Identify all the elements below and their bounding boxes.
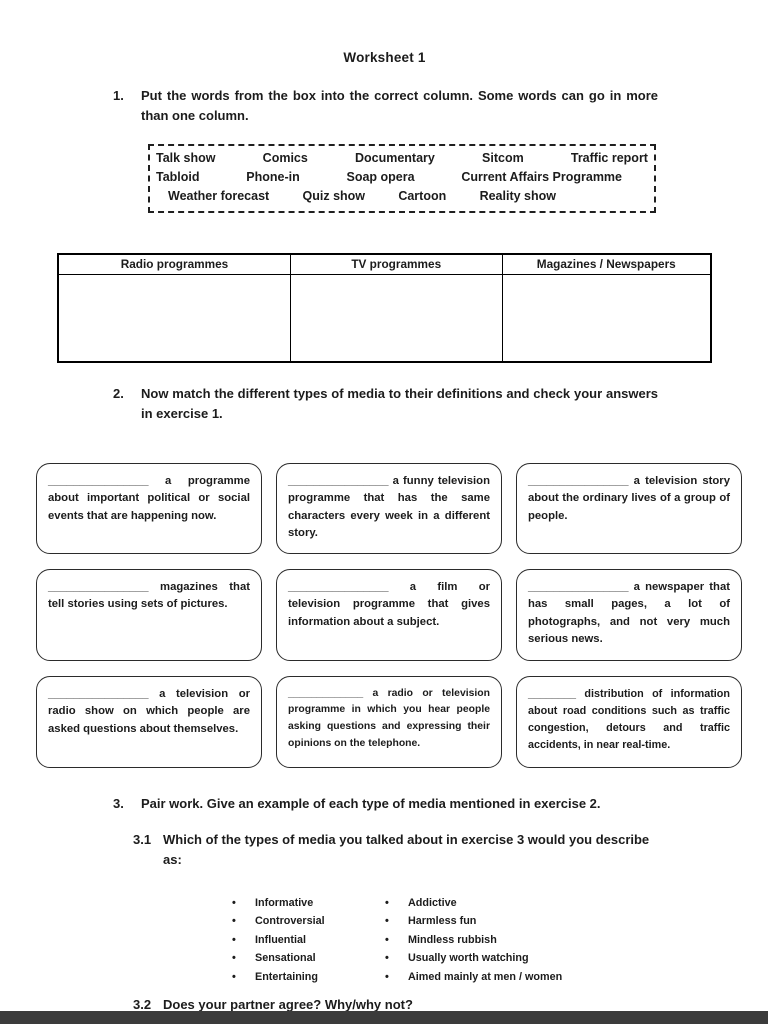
worksheet-page: Worksheet 1 1. Put the words from the bo… <box>0 0 768 425</box>
bullet-icon: • <box>385 896 389 909</box>
list-item-label: Usually worth watching <box>408 952 529 965</box>
table-cell-magazines <box>501 274 712 363</box>
definition-box-7: ________________ a television or radio s… <box>36 675 262 768</box>
word-item: Quiz show <box>302 189 366 204</box>
list-item: • Influential <box>232 931 385 950</box>
bullet-icon: • <box>232 933 236 946</box>
exercise3-number: 3. <box>113 795 124 811</box>
exercise3-1-number: 3.1 <box>133 831 152 847</box>
bullet-icon: • <box>232 896 236 909</box>
page-title: Worksheet 1 <box>343 50 426 65</box>
list-item: • Controversial <box>232 912 385 931</box>
exercise3-2-text: Does your partner agree? Why/why not? <box>163 997 413 1013</box>
table-cell-radio <box>57 274 291 363</box>
exercise3-instruction: 3. Pair work. Give an example of each ty… <box>113 794 712 814</box>
definition-box-8: _____________ a radio or television prog… <box>276 675 502 768</box>
word-item: Reality show <box>479 189 556 204</box>
definition-box-1: ________________ a programme about impor… <box>36 462 262 554</box>
list-item-label: Aimed mainly at men / women <box>408 970 563 983</box>
table-row <box>57 274 712 363</box>
definition-box-3: ________________ a television story abou… <box>516 462 742 554</box>
definition-box-6: ________________ a newspaper that has sm… <box>516 568 742 661</box>
list-item-label: Addictive <box>408 896 457 909</box>
word-item: Tabloid <box>156 170 200 185</box>
definition-box-2: ________________ a funny television prog… <box>276 462 502 554</box>
exercise3-section: 3. Pair work. Give an example of each ty… <box>0 794 768 1016</box>
exercise3-text: Pair work. Give an example of each type … <box>141 795 601 811</box>
bullet-icon: • <box>385 933 389 946</box>
exercise3-1-instruction: 3.1 Which of the types of media you talk… <box>133 830 712 870</box>
column-header-tv: TV programmes <box>289 253 503 276</box>
column-header-radio: Radio programmes <box>57 253 291 276</box>
definition-box-5: ________________ a film or television pr… <box>276 568 502 661</box>
word-item: Traffic report <box>570 151 648 166</box>
sorting-table: Radio programmes TV programmes Magazines… <box>57 253 712 364</box>
list-item-label: Influential <box>255 933 306 946</box>
bullet-icon: • <box>232 915 236 928</box>
word-item: Weather forecast <box>168 189 270 204</box>
exercise3-2-instruction: 3.2 Does your partner agree? Why/why not… <box>133 995 712 1015</box>
list-item-label: Informative <box>255 896 314 909</box>
bullet-icon: • <box>385 970 389 983</box>
word-item: Comics <box>262 151 308 166</box>
exercise1-text: Put the words from the box into the corr… <box>141 88 658 124</box>
exercise2-text: Now match the different types of media t… <box>141 386 658 422</box>
word-item: Soap opera <box>346 170 415 185</box>
list-item-label: Harmless fun <box>408 915 477 928</box>
exercise2-instruction: 2. Now match the different types of medi… <box>113 384 712 424</box>
table-header-row: Radio programmes TV programmes Magazines… <box>57 253 712 276</box>
word-item: Talk show <box>156 151 216 166</box>
adjective-list-left: • Informative • Controversial • Influential… <box>232 894 385 987</box>
bullet-icon: • <box>385 915 389 928</box>
word-bank-box: Talk show Comics Documentary Sitcom Traf… <box>148 144 656 214</box>
list-item: • Sensational <box>232 949 385 968</box>
list-item: • Aimed mainly at men / women <box>385 968 562 987</box>
word-bank-line: Talk show Comics Documentary Sitcom Traf… <box>156 149 648 168</box>
adjective-lists: • Informative • Controversial • Influential… <box>232 894 712 987</box>
table-cell-tv <box>289 274 503 363</box>
list-item-label: Sensational <box>255 952 316 965</box>
exercise1-instruction: 1. Put the words from the box into the c… <box>113 86 712 126</box>
list-item: • Informative <box>232 894 385 913</box>
bullet-icon: • <box>232 970 236 983</box>
definitions-grid: ________________ a programme about impor… <box>36 462 742 768</box>
exercise2-number: 2. <box>113 386 124 402</box>
list-item-label: Mindless rubbish <box>408 933 497 946</box>
list-item: • Mindless rubbish <box>385 931 562 950</box>
adjective-list-right: • Addictive • Harmless fun • Mindless rubbi… <box>385 894 562 987</box>
word-item: Current Affairs Programme <box>461 170 622 185</box>
word-item: Documentary <box>354 151 435 166</box>
list-item: • Addictive <box>385 894 562 913</box>
bullet-icon: • <box>385 952 389 965</box>
page-end-bar <box>0 1011 768 1024</box>
word-item: Cartoon <box>398 189 447 204</box>
list-item: • Harmless fun <box>385 912 562 931</box>
definition-box-4: ________________ magazines that tell sto… <box>36 568 262 661</box>
list-item-label: Controversial <box>255 915 325 928</box>
list-item: • Usually worth watching <box>385 949 562 968</box>
exercise3-1-text: Which of the types of media you talked a… <box>163 831 650 867</box>
word-item: Sitcom <box>482 151 524 166</box>
word-bank-line: Weather forecast Quiz show Cartoon Reali… <box>156 187 648 206</box>
definition-box-9: ________ distribution of information abo… <box>516 675 742 768</box>
word-item: Phone-in <box>246 170 300 185</box>
list-item-label: Entertaining <box>255 970 318 983</box>
word-bank-line: Tabloid Phone-in Soap opera Current Affa… <box>156 168 648 187</box>
list-item: • Entertaining <box>232 968 385 987</box>
column-header-magazines: Magazines / Newspapers <box>501 253 712 276</box>
bullet-icon: • <box>232 952 236 965</box>
exercise3-2-number: 3.2 <box>133 997 152 1013</box>
exercise1-number: 1. <box>113 88 124 103</box>
